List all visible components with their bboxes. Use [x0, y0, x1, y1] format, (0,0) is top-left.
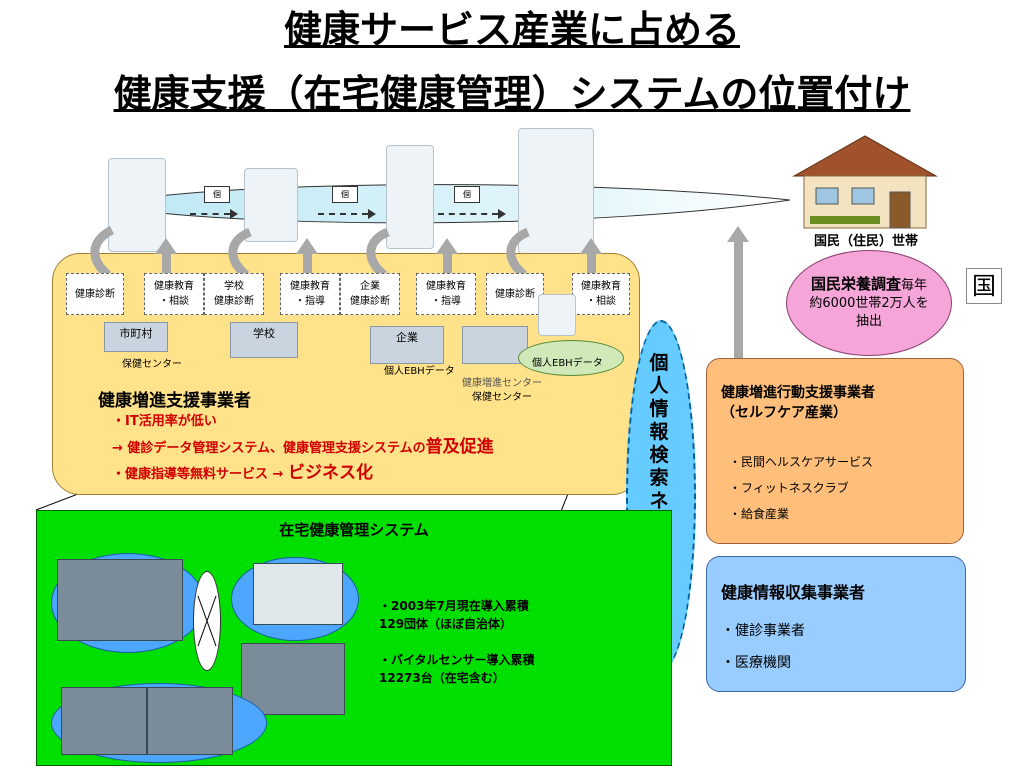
- arrow-head-icon: [368, 209, 376, 219]
- selfcare-item: ・民間ヘルスケアサービス: [729, 455, 874, 469]
- dash-arrow: [190, 213, 230, 215]
- stat-vital-sensors: ・バイタルセンサー導入累積 12273台（在宅含む）: [379, 653, 535, 685]
- title-line-2: 健康支援（在宅健康管理）システムの位置付け: [113, 72, 911, 116]
- ehr-ellipse: [518, 340, 624, 376]
- selfcare-box: 健康増進行動支援事業者 （セルフケア産業） ・民間ヘルスケアサービス ・フィット…: [706, 358, 964, 544]
- selfcare-title: 健康増進行動支援事業者 （セルフケア産業）: [721, 385, 875, 421]
- up-arrow-icon: [296, 238, 318, 254]
- device-photo: [253, 563, 343, 625]
- life-stage-band: [149, 184, 791, 224]
- home-system-title: 在宅健康管理システム: [279, 521, 429, 539]
- support-bullet-2-emph: 普及促進: [425, 437, 494, 457]
- up-arrow-icon: [727, 226, 749, 242]
- service-box-school-checkup: 学校 健康診断: [204, 273, 264, 315]
- service-box-company-checkup: 企業 健康診断: [340, 273, 400, 315]
- info-collection-item: ・健診事業者: [721, 623, 805, 639]
- school-building: 学校: [230, 322, 298, 358]
- support-bullet-3-emph: ビジネス化: [287, 463, 373, 483]
- service-box-health-checkup: 健康診断: [486, 273, 544, 315]
- up-arrow-icon: [580, 238, 602, 254]
- info-collection-item: ・医療機関: [721, 655, 791, 671]
- selfcare-list: ・民間ヘルスケアサービス ・フィットネスクラブ ・給食産業: [729, 449, 873, 527]
- dash-arrow: [438, 213, 498, 215]
- selfcare-item: ・給食産業: [729, 507, 790, 521]
- id-card-icon: 個: [332, 186, 358, 203]
- arrow-head-icon: [230, 209, 238, 219]
- id-card-icon: 個: [454, 186, 480, 203]
- nutrition-survey-title: 国民栄養調査: [810, 275, 901, 293]
- town-building: 市町村: [104, 322, 168, 352]
- id-card-icon: 個: [204, 186, 230, 203]
- support-heading: 健康増進支援事業者: [98, 391, 251, 411]
- company-building: 企業: [370, 326, 444, 364]
- up-arrow-shaft: [587, 254, 596, 274]
- service-box-health-guidance: 健康教育 ・指導: [416, 273, 476, 315]
- service-box-health-guidance: 健康教育 ・指導: [280, 273, 340, 315]
- student-figure: [244, 168, 298, 242]
- home-photo-1: [61, 687, 147, 755]
- info-collection-box: 健康情報収集事業者 ・健診事業者 ・医療機関: [706, 556, 966, 692]
- stat-introductions: ・2003年7月現在導入累積 129団体（ほぼ自治体）: [379, 599, 529, 631]
- up-arrow-shaft: [162, 254, 171, 274]
- support-bullet-2-text: → 健診データ管理システム、健康管理支援システムの: [112, 441, 426, 456]
- service-box-health-checkup: 健康診断: [66, 273, 124, 315]
- info-collection-title: 健康情報収集事業者: [721, 583, 866, 602]
- up-arrow-shaft: [303, 254, 312, 274]
- up-arrow-icon: [155, 238, 177, 254]
- worker-figure: [386, 145, 434, 249]
- nutrition-survey-detail: 毎年約6000世帯2万人を抽出: [809, 278, 929, 329]
- service-box-health-education: 健康教育 ・相談: [572, 273, 630, 315]
- mother-child-figure: [108, 158, 166, 252]
- support-bullet-3-text: ・健康指導等無料サービス →: [112, 467, 288, 482]
- info-collection-list: ・健診事業者 ・医療機関: [721, 615, 805, 679]
- center-photo: [57, 559, 183, 641]
- selfcare-item: ・フィットネスクラブ: [729, 481, 849, 495]
- side-glyph: 国: [966, 268, 1002, 304]
- health-center-label-2: 保健センター: [472, 392, 532, 403]
- nurse-figure: [538, 294, 576, 336]
- household-label: 国民（住民）世帯: [814, 234, 919, 249]
- home-photo-2: [147, 687, 233, 755]
- title-line-1: 健康サービス産業に占める: [283, 8, 740, 52]
- arrow-head-icon: [498, 209, 506, 219]
- service-box-health-education: 健康教育 ・相談: [144, 273, 204, 315]
- town-center-label: 保健センター: [122, 359, 182, 370]
- ehr-data-label: 個人EBHデータ: [384, 366, 455, 377]
- health-center-label: 健康増進センター: [462, 378, 542, 389]
- support-bullet-1: ・IT活用率が低い: [112, 414, 217, 429]
- nutrition-survey-ellipse: 国民栄養調査毎年約6000世帯2万人を抽出: [786, 250, 952, 356]
- ehr-data-label-2: 個人EBHデータ: [532, 358, 603, 369]
- vital-sensor-photo: [241, 643, 345, 715]
- up-arrow-shaft: [734, 242, 743, 360]
- dash-arrow: [318, 213, 368, 215]
- network-link-ellipse: [193, 571, 221, 671]
- elderly-figure: [518, 128, 594, 254]
- house-icon: [790, 132, 940, 230]
- up-arrow-shaft: [443, 254, 452, 274]
- support-bullet-2: → 健診データ管理システム、健康管理支援システムの普及促進: [112, 432, 494, 457]
- health-center-building: [462, 326, 528, 364]
- home-system-panel: 在宅健康管理システム ・2003年7月現在導入累積 129団体（ほぼ自治体） ・…: [36, 510, 672, 766]
- support-bullet-3: ・健康指導等無料サービス → ビジネス化: [112, 458, 373, 483]
- up-arrow-icon: [436, 238, 458, 254]
